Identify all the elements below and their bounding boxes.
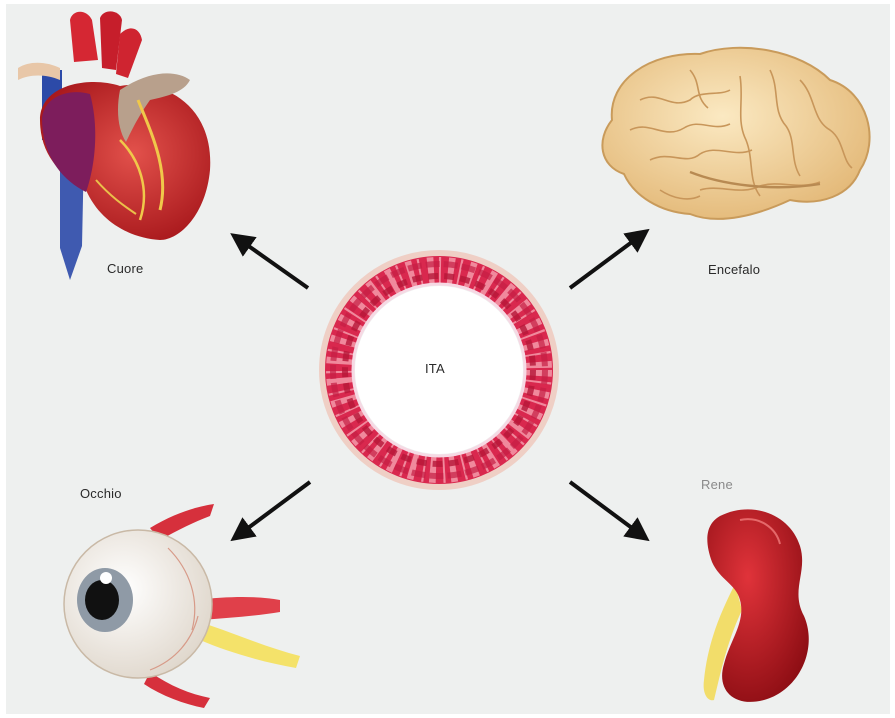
organ-label-kidney: Rene (701, 477, 733, 492)
brain-icon (602, 48, 869, 219)
organ-label-heart: Cuore (107, 261, 143, 276)
arrow-to-kidney (570, 482, 640, 534)
organ-label-eye: Occhio (80, 486, 122, 501)
arrow-to-eye (240, 482, 310, 534)
center-label: ITA (425, 361, 445, 376)
arrow-to-brain (570, 236, 640, 288)
organ-label-brain: Encefalo (708, 262, 760, 277)
eye-icon (64, 504, 300, 708)
arrow-to-heart (240, 240, 308, 288)
heart-icon (18, 11, 210, 280)
kidney-icon (704, 509, 809, 702)
